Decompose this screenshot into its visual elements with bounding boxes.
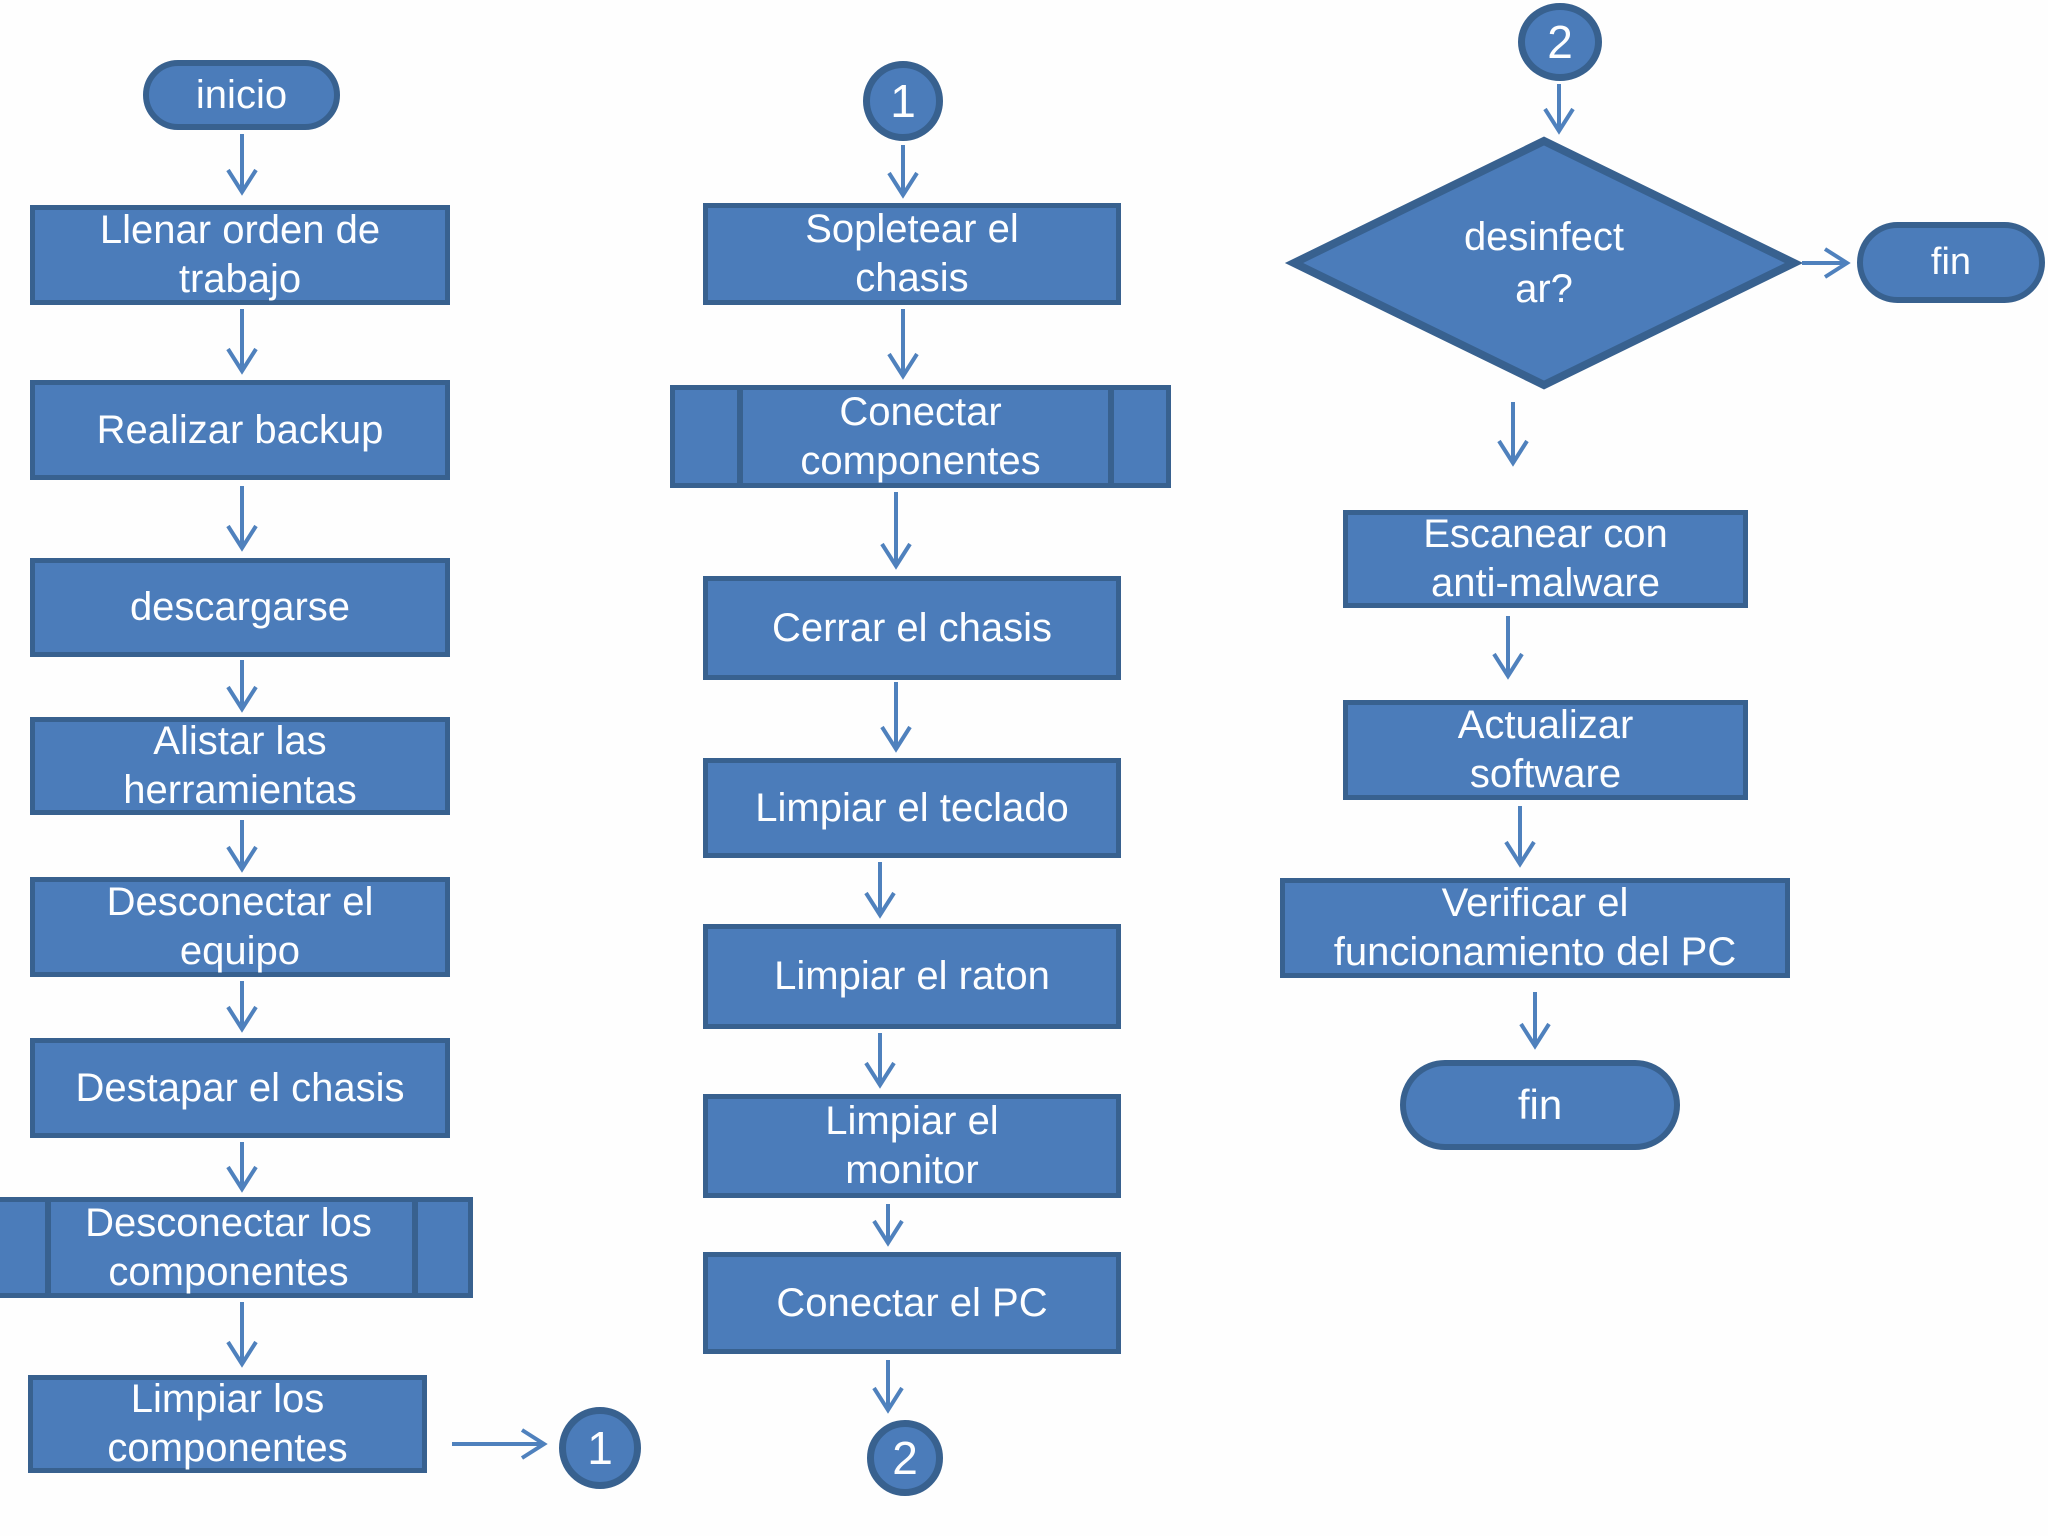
- process-verificar-funcionamiento: Verificar el funcionamiento del PC: [1280, 878, 1790, 978]
- predefined-conectar-componentes: Conectar componentes: [670, 385, 1171, 488]
- process-limpiar-teclado: Limpiar el teclado: [703, 758, 1121, 858]
- connector-2-bottom: 2: [867, 1420, 943, 1496]
- process-sopletear-chasis: Sopletear el chasis: [703, 203, 1121, 305]
- decision-desinfectar-shape: [1284, 136, 1804, 390]
- process-cerrar-chasis: Cerrar el chasis: [703, 576, 1121, 680]
- predefined-side-bar: [737, 390, 743, 483]
- predefined-side-bar: [412, 1202, 418, 1293]
- process-conectar-pc: Conectar el PC: [703, 1252, 1121, 1354]
- predefined-side-bar: [45, 1202, 51, 1293]
- process-limpiar-monitor: Limpiar el monitor: [703, 1094, 1121, 1198]
- process-descargarse: descargarse: [30, 558, 450, 657]
- connector-1-left: 1: [559, 1407, 641, 1489]
- start-terminator: inicio: [143, 60, 340, 130]
- process-escanear-antimalware: Escanear con anti-malware: [1343, 510, 1748, 608]
- process-realizar-backup: Realizar backup: [30, 380, 450, 480]
- connector-2-top: 2: [1518, 3, 1602, 81]
- predefined-side-bar: [1108, 390, 1114, 483]
- end-terminator-top: fin: [1857, 222, 2045, 303]
- process-destapar-chasis: Destapar el chasis: [30, 1038, 450, 1138]
- decision-desinfectar-label: desinfect ar?: [1463, 215, 1625, 311]
- process-limpiar-raton: Limpiar el raton: [703, 924, 1121, 1029]
- predefined-desconectar-componentes: Desconectar los componentes: [0, 1197, 473, 1298]
- process-alistar-herramientas: Alistar las herramientas: [30, 717, 450, 815]
- connector-1-top: 1: [863, 61, 943, 141]
- process-llenar-orden: Llenar orden de trabajo: [30, 205, 450, 305]
- end-terminator-bottom: fin: [1400, 1060, 1680, 1150]
- process-actualizar-software: Actualizar software: [1343, 700, 1748, 800]
- process-limpiar-componentes: Limpiar los componentes: [28, 1375, 427, 1473]
- process-desconectar-equipo: Desconectar el equipo: [30, 877, 450, 977]
